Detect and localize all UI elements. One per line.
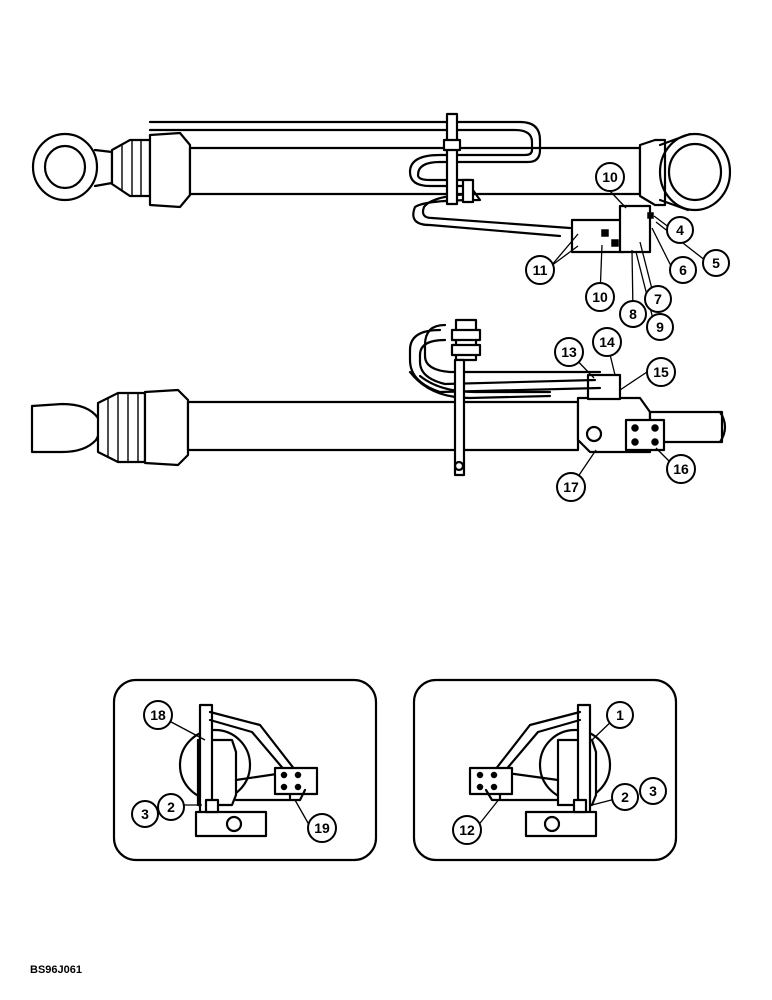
svg-text:19: 19 [314,820,330,836]
callout-10-top: 10 [595,162,625,192]
callout-19: 19 [307,813,337,843]
callout-4: 4 [666,216,694,244]
svg-text:16: 16 [673,461,689,477]
svg-text:10: 10 [592,289,608,305]
svg-text:14: 14 [599,334,615,350]
svg-text:17: 17 [563,479,579,495]
callout-14: 14 [592,327,622,357]
callout-9: 9 [646,313,674,341]
callout-6: 6 [669,256,697,284]
callout-16: 16 [666,454,696,484]
figure-code: BS96J061 [30,964,82,976]
svg-text:6: 6 [679,262,687,278]
callout-10-bottom: 10 [585,282,615,312]
svg-text:5: 5 [712,255,720,271]
callout-17: 17 [556,472,586,502]
svg-text:11: 11 [533,262,548,278]
svg-text:2: 2 [167,799,175,815]
svg-text:2: 2 [621,789,629,805]
callout-7: 7 [644,285,672,313]
svg-text:4: 4 [676,222,684,238]
svg-text:9: 9 [656,319,664,335]
svg-text:12: 12 [459,822,475,838]
callout-5: 5 [702,249,730,277]
callout-12: 12 [452,815,482,845]
callout-11: 11 [525,255,555,285]
svg-text:3: 3 [141,806,149,822]
svg-text:10: 10 [602,169,618,185]
svg-text:7: 7 [654,291,662,307]
callout-3-left: 3 [131,800,159,828]
callout-2-right: 2 [611,783,639,811]
callout-8: 8 [619,300,647,328]
svg-text:13: 13 [561,344,577,360]
callout-13: 13 [554,337,584,367]
inset-right [412,678,678,862]
svg-text:1: 1 [616,707,624,723]
callout-3-right: 3 [639,777,667,805]
leader-lines [157,190,707,831]
top-cylinder-view [31,112,732,254]
callout-2-left: 2 [157,793,185,821]
callout-15: 15 [646,357,676,387]
middle-cylinder-view [30,318,727,477]
callout-1: 1 [606,701,634,729]
inset-left [112,678,378,862]
svg-text:8: 8 [629,306,637,322]
svg-text:3: 3 [649,783,657,799]
svg-text:15: 15 [653,364,669,380]
callout-18: 18 [143,700,173,730]
svg-text:18: 18 [150,707,166,723]
